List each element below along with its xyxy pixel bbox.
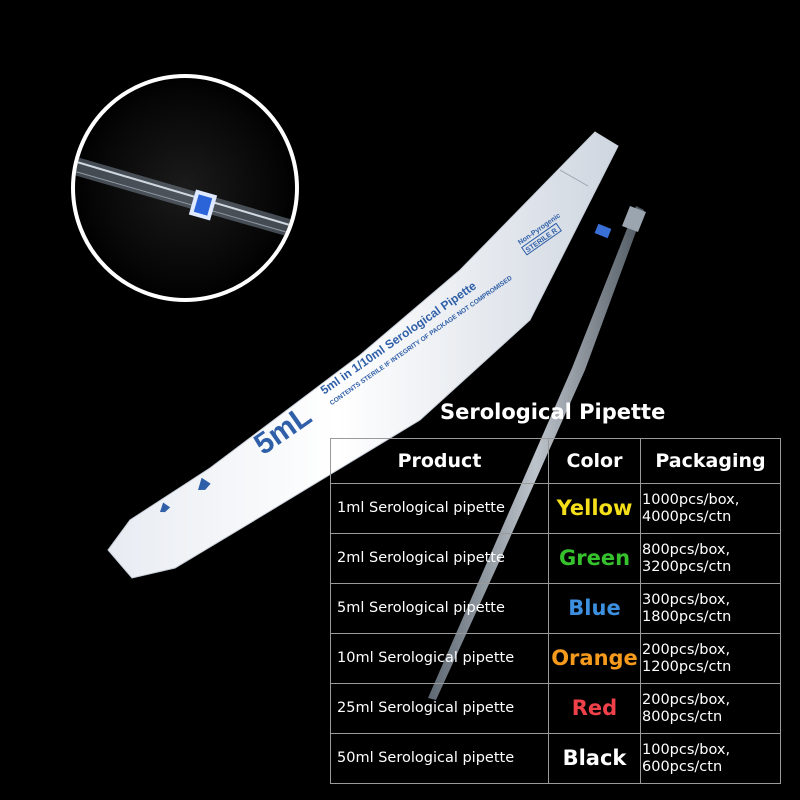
- pack-per-carton: 1200pcs/ctn: [642, 658, 732, 675]
- cell-color: Green: [548, 533, 641, 584]
- cell-packaging: 1000pcs/box,4000pcs/ctn: [640, 483, 781, 534]
- magnified-inset: [71, 74, 299, 302]
- pack-per-box: 200pcs/box,: [642, 691, 731, 708]
- cell-color: Yellow: [548, 483, 641, 534]
- pack-per-box: 800pcs/box,: [642, 541, 731, 558]
- pack-per-carton: 600pcs/ctn: [642, 758, 723, 775]
- cell-product: 10ml Serological pipette: [330, 633, 549, 684]
- cell-packaging: 200pcs/box,1200pcs/ctn: [640, 633, 781, 684]
- logo-icon: [198, 477, 211, 490]
- cell-packaging: 300pcs/box,1800pcs/ctn: [640, 583, 781, 634]
- cell-product: 25ml Serological pipette: [330, 683, 549, 734]
- pack-per-box: 1000pcs/box,: [642, 491, 740, 508]
- pack-per-carton: 800pcs/ctn: [642, 708, 723, 725]
- cell-color: Blue: [548, 583, 641, 634]
- header-packaging: Packaging: [640, 438, 781, 484]
- cell-packaging: 100pcs/box,600pcs/ctn: [640, 733, 781, 784]
- cell-product: 1ml Serological pipette: [330, 483, 549, 534]
- cell-product: 2ml Serological pipette: [330, 533, 549, 584]
- cell-product: 5ml Serological pipette: [330, 583, 549, 634]
- header-color: Color: [548, 438, 641, 484]
- cell-packaging: 800pcs/box,3200pcs/ctn: [640, 533, 781, 584]
- table-title: Serological Pipette: [440, 400, 666, 424]
- spec-table: Product Color Packaging 1ml Serological …: [330, 438, 781, 784]
- cell-color: Red: [548, 683, 641, 734]
- cell-product: 50ml Serological pipette: [330, 733, 549, 784]
- table-header-row: Product Color Packaging: [330, 438, 781, 484]
- pack-per-carton: 3200pcs/ctn: [642, 558, 732, 575]
- pack-per-carton: 4000pcs/ctn: [642, 508, 732, 525]
- cell-color: Orange: [548, 633, 641, 684]
- pack-per-box: 300pcs/box,: [642, 591, 731, 608]
- header-product: Product: [330, 438, 549, 484]
- logo-icon-small: [160, 502, 171, 513]
- pack-per-carton: 1800pcs/ctn: [642, 608, 732, 625]
- cell-packaging: 200pcs/box,800pcs/ctn: [640, 683, 781, 734]
- pack-per-box: 200pcs/box,: [642, 641, 731, 658]
- cell-color: Black: [548, 733, 641, 784]
- pack-per-box: 100pcs/box,: [642, 741, 731, 758]
